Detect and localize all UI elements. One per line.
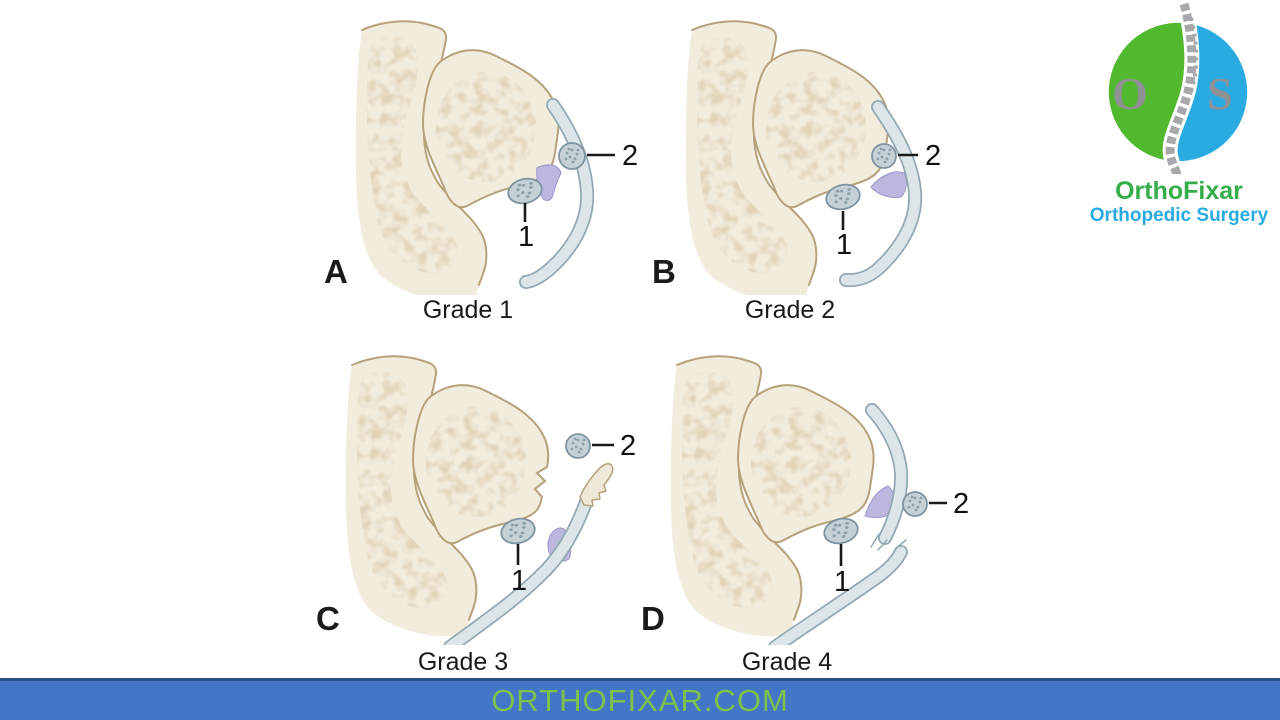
- footer-site-text: ORTHOFIXAR.COM: [491, 682, 789, 718]
- main-bone-trabecular-texture: [696, 36, 788, 274]
- orthofixar-logo: O S: [1108, 0, 1248, 178]
- avulsed-bone-fragment: [579, 463, 614, 507]
- label-1: 1: [834, 566, 850, 598]
- logo-monogram-o: O: [1112, 68, 1148, 119]
- label-1: 1: [836, 229, 852, 261]
- main-bone-trabecular-texture: [356, 371, 448, 609]
- panel-caption: Grade 3: [417, 648, 509, 676]
- ossicle-2: [902, 491, 928, 517]
- panel-c-illustration: 1 2 C: [316, 355, 636, 645]
- ossification-center-texture: [426, 407, 526, 517]
- footer-bar: ORTHOFIXAR.COM: [0, 678, 1280, 720]
- ossicle-1: [507, 177, 543, 205]
- label-2: 2: [925, 140, 941, 172]
- ligament-lower-segment: [770, 546, 907, 645]
- panel-letter: C: [316, 600, 340, 637]
- torn-ligament: [445, 496, 592, 645]
- torn-end-fray: [870, 533, 880, 548]
- panel-caption: Grade 1: [422, 296, 514, 324]
- ligament: [840, 101, 921, 286]
- logo-title: OrthoFixar: [1115, 177, 1243, 205]
- spine-icon: [1165, 2, 1197, 178]
- label-2: 2: [622, 140, 638, 172]
- ossification-center-texture: [766, 72, 866, 182]
- ossification-center-texture: [436, 72, 536, 182]
- main-bone-trabecular-texture: [366, 36, 458, 274]
- panel-letter: A: [324, 253, 348, 290]
- panel-letter: B: [652, 253, 676, 290]
- ossicle-1: [823, 517, 859, 545]
- ossicle-2: [871, 143, 897, 169]
- logo-subtitle: Orthopedic Surgery: [1089, 205, 1269, 226]
- label-1: 1: [518, 221, 534, 253]
- ligament-upper-segment: [866, 404, 907, 544]
- main-bone-trabecular-texture: [681, 371, 773, 609]
- panel-caption: Grade 2: [744, 296, 836, 324]
- panel-letter: D: [641, 600, 665, 637]
- logo-monogram-s: S: [1207, 68, 1233, 119]
- panel-b-illustration: 1 2 B: [652, 20, 941, 295]
- ossification-center-texture: [751, 407, 851, 517]
- label-2: 2: [620, 430, 636, 462]
- ossicle-2: [565, 433, 591, 459]
- panel-a-illustration: 1 2 A: [324, 20, 638, 295]
- ossicle-2: [558, 142, 586, 170]
- label-1: 1: [511, 565, 527, 597]
- ossicle-1: [825, 183, 861, 211]
- panel-caption: Grade 4: [741, 648, 833, 676]
- torn-end-fray: [894, 539, 907, 550]
- torn-end-fray: [877, 539, 888, 551]
- panel-d-illustration: 1 2 D: [641, 355, 969, 645]
- label-2: 2: [953, 488, 969, 520]
- ossicle-1: [500, 517, 536, 545]
- cartilage-wedge: [870, 171, 907, 198]
